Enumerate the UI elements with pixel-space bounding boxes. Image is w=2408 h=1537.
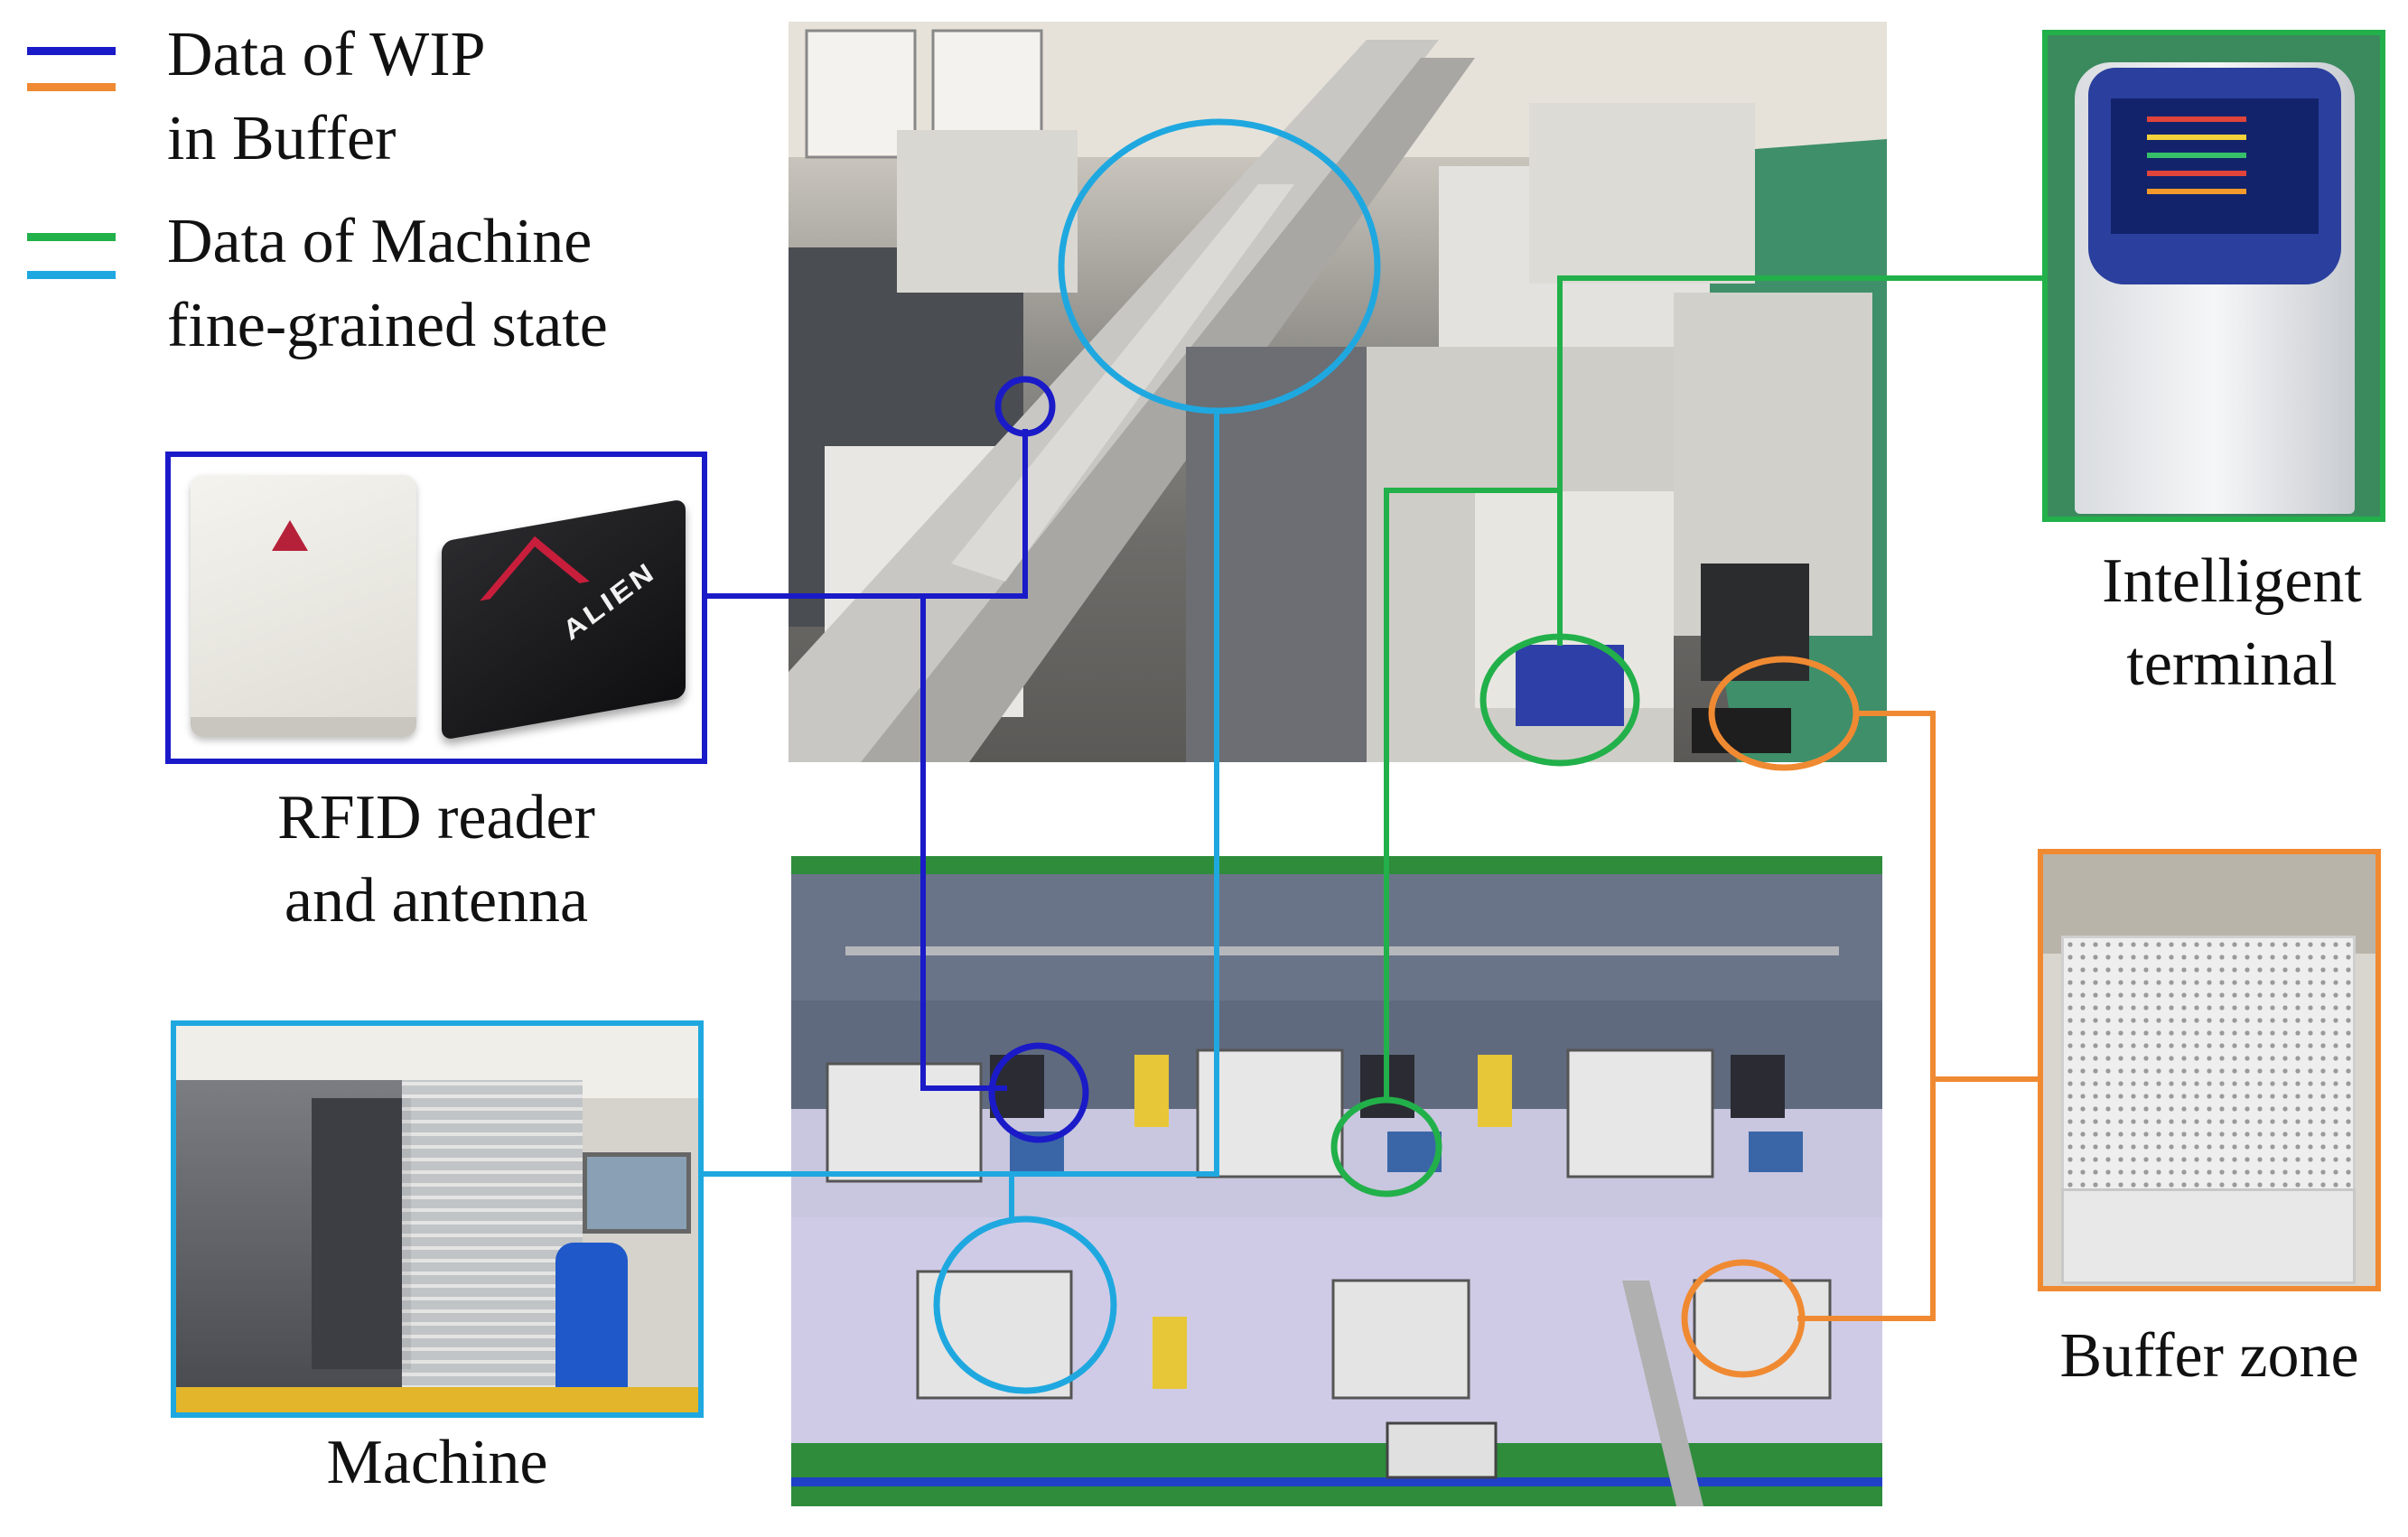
buffer-pegboard — [2061, 936, 2356, 1194]
terminal-label-line2: terminal — [2126, 629, 2338, 699]
machine-label: Machine — [326, 1428, 548, 1497]
layout-render — [791, 856, 1882, 1506]
production-line-photo — [789, 22, 1887, 762]
production-line-illustration — [789, 22, 1887, 762]
buffer-cabinet — [2061, 1188, 2356, 1284]
safety-fence — [402, 1080, 583, 1412]
legend-swatch-terminal — [27, 233, 116, 241]
rfid-antenna — [191, 475, 416, 737]
legend-wip-line2: in Buffer — [167, 104, 397, 173]
legend-swatch-rfid — [27, 47, 116, 55]
legend-wip-line1: Data of WIP — [167, 20, 486, 89]
buffer-zone-label: Buffer zone — [2059, 1321, 2359, 1391]
machine-control-panel — [312, 1098, 411, 1369]
layout-render-illustration — [791, 856, 1882, 1506]
rfid-reader: ALIEN — [442, 498, 686, 741]
legend-machine-line1: Data of Machine — [167, 207, 593, 276]
legend-swatch-buffer — [27, 83, 116, 91]
legend-machine-line2: fine-grained state — [167, 291, 608, 360]
operator-screen — [583, 1152, 691, 1234]
rfid-label-line2: and antenna — [284, 866, 589, 936]
machine-photo-frame — [171, 1020, 704, 1418]
buffer-zone-frame — [2038, 849, 2381, 1291]
rfid-label-line1: RFID reader — [277, 783, 595, 852]
terminal-label-line1: Intelligent — [2102, 546, 2362, 616]
terminal-screen — [2111, 98, 2319, 234]
legend-swatch-machine-state — [27, 271, 116, 279]
antenna-logo-icon — [272, 520, 308, 551]
rfid-reader-frame: ALIEN — [165, 452, 707, 764]
robot-arm — [555, 1243, 628, 1405]
terminal-frame — [2042, 30, 2385, 522]
